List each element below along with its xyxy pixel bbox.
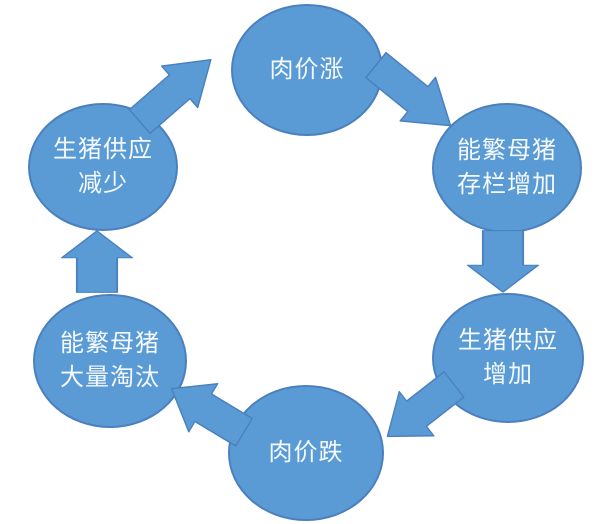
node-label: 能繁母猪 存栏增加 — [457, 134, 557, 201]
arrow-price-rise-to-sow-increase-icon — [365, 51, 452, 127]
node-label-line: 增加 — [483, 361, 533, 388]
arrow-sow-cull-to-supply-decrease-icon — [60, 230, 134, 293]
node-label: 生猪供应 减少 — [53, 133, 153, 200]
node-sows-mass-culled: 能繁母猪 大量淘汰 — [33, 294, 187, 428]
node-label-line: 能繁母猪 — [457, 137, 557, 165]
arrow-sow-increase-to-supply-increase-icon — [466, 230, 540, 293]
arrow-price-fall-to-sow-cull-icon — [170, 383, 253, 447]
node-label-line: 大量淘汰 — [60, 364, 160, 391]
node-label: 肉价跌 — [269, 436, 344, 470]
node-label: 能繁母猪 大量淘汰 — [60, 327, 160, 394]
node-label-line: 能繁母猪 — [60, 330, 160, 358]
arrow-supply-decrease-to-price-rise-icon — [128, 59, 212, 135]
node-pig-supply-decreases: 生猪供应 减少 — [28, 103, 178, 231]
node-meat-price-rises: 肉价涨 — [231, 4, 383, 136]
node-label-line: 生猪供应 — [53, 136, 153, 164]
node-label-line: 肉价跌 — [268, 439, 344, 467]
node-sow-inventory-increases: 能繁母猪 存栏增加 — [432, 103, 582, 233]
node-label: 生猪供应 增加 — [458, 324, 558, 391]
arrow-supply-increase-to-price-fall-icon — [386, 371, 465, 438]
node-label-line: 减少 — [78, 170, 128, 197]
node-meat-price-falls: 肉价跌 — [228, 385, 384, 521]
node-label: 肉价涨 — [270, 53, 345, 87]
node-label-line: 肉价涨 — [269, 56, 345, 84]
node-label-line: 存栏增加 — [457, 171, 557, 198]
node-label-line: 生猪供应 — [458, 327, 558, 355]
